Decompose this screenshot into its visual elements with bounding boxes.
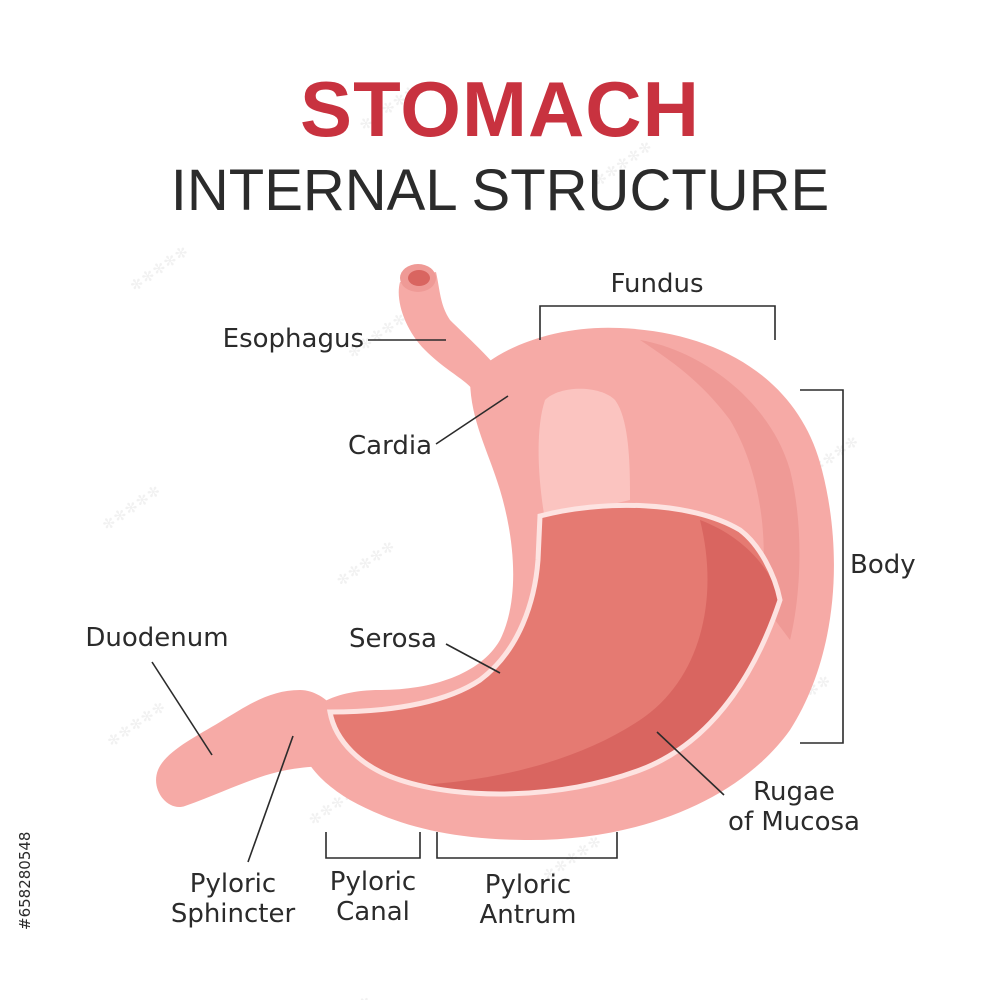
body-label: Body <box>850 550 916 580</box>
pyloric-sphincter-label-line2: Sphincter <box>171 899 296 929</box>
cardia-leader <box>435 395 509 445</box>
svg-text:✻✻✻✻✻: ✻✻✻✻✻ <box>99 481 165 535</box>
pyloric-canal-bracket <box>325 832 421 859</box>
side-id-text: #658280548 <box>16 832 34 930</box>
fundus-shade <box>640 340 800 640</box>
fundus-highlight <box>538 388 630 520</box>
fundus-bracket <box>539 305 776 340</box>
rugae-label-line2: of Mucosa <box>728 807 860 837</box>
serosa-label: Serosa <box>349 624 437 654</box>
body-bracket <box>800 389 844 744</box>
duodenum-leader <box>151 661 213 756</box>
fundus-label: Fundus <box>610 269 703 299</box>
pyloric-antrum-bracket <box>436 832 618 859</box>
esophagus-label: Esophagus <box>223 324 364 354</box>
svg-text:✻✻✻✻✻: ✻✻✻✻✻ <box>333 536 399 590</box>
svg-text:✻✻✻✻✻: ✻✻✻✻✻ <box>104 697 170 751</box>
serosa-leader <box>445 643 501 674</box>
esophagus-lumen <box>408 270 430 286</box>
pyloric-sphincter-label-line1: Pyloric <box>190 869 276 899</box>
pyloric-antrum-label-line1: Pyloric <box>485 870 571 900</box>
rugae-label-line1: Rugae <box>753 777 835 807</box>
diagram-title: STOMACH <box>300 65 700 153</box>
duodenum-shape <box>156 690 351 808</box>
serosa-outline <box>327 502 783 797</box>
pyloric-antrum-label-line2: Antrum <box>480 900 577 930</box>
pyloric-canal-label-line2: Canal <box>336 897 410 927</box>
duodenum-label: Duodenum <box>85 623 228 653</box>
svg-text:✻✻✻✻✻: ✻✻✻✻✻ <box>127 242 193 296</box>
cardia-label: Cardia <box>348 431 432 461</box>
svg-text:✻✻✻✻✻: ✻✻✻✻✻ <box>310 992 376 1000</box>
pyloric-canal-label-line1: Pyloric <box>330 867 416 897</box>
mucosa-rugae-shade <box>420 520 780 793</box>
pyloric-sphincter-leader <box>247 735 294 863</box>
rugae-leader <box>656 731 725 796</box>
diagram-subtitle: INTERNAL STRUCTURE <box>171 158 829 223</box>
stomach-illustration <box>156 264 834 840</box>
